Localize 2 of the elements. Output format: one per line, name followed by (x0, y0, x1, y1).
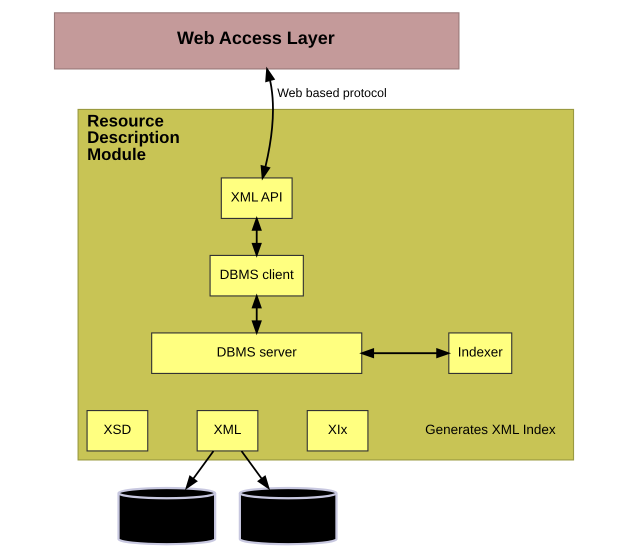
node-label: Generates XML Index (425, 422, 556, 438)
edge-label: Web based protocol (277, 86, 387, 100)
